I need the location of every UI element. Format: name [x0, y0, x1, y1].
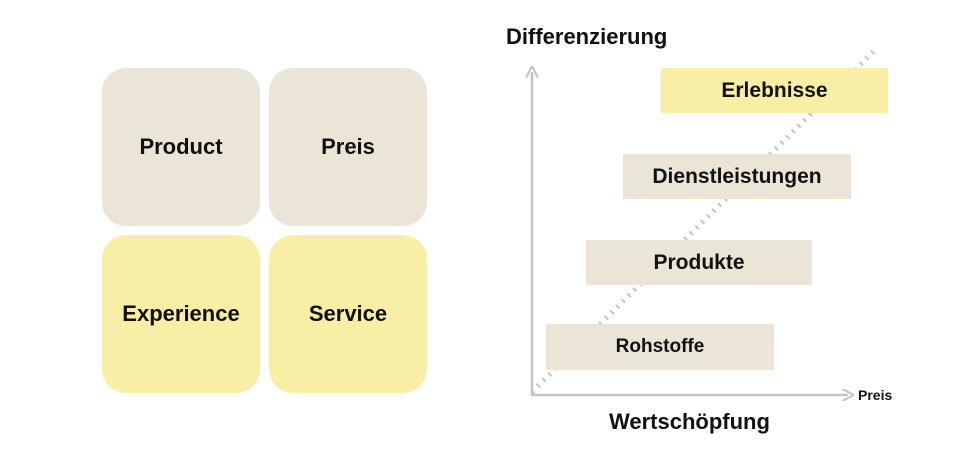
matrix-tile-experience: Experience	[102, 235, 260, 393]
stage-label: Produkte	[653, 250, 745, 274]
stage-label: Dienstleistungen	[652, 164, 822, 188]
stage-produkte: Produkte	[586, 240, 812, 285]
matrix-tile-label: Preis	[321, 134, 375, 159]
stage-label: Erlebnisse	[721, 78, 828, 102]
matrix-tile-label: Experience	[122, 301, 240, 326]
matrix-tile-service: Service	[269, 235, 427, 393]
matrix-tile-product: Product	[102, 68, 260, 226]
stage-rohstoffe: Rohstoffe	[546, 324, 774, 370]
stage-label: Rohstoffe	[615, 336, 705, 357]
matrix-tile-preis: Preis	[269, 68, 427, 226]
y-axis-label: Differenzierung	[506, 24, 668, 49]
stage-dienstleistungen: Dienstleistungen	[623, 154, 851, 199]
x-axis-end-label: Preis	[858, 387, 893, 403]
stage-erlebnisse: Erlebnisse	[661, 68, 888, 113]
x-axis-label: Wertschöpfung	[609, 409, 770, 434]
matrix-tile-label: Product	[139, 134, 223, 159]
matrix-tile-label: Service	[308, 301, 388, 326]
